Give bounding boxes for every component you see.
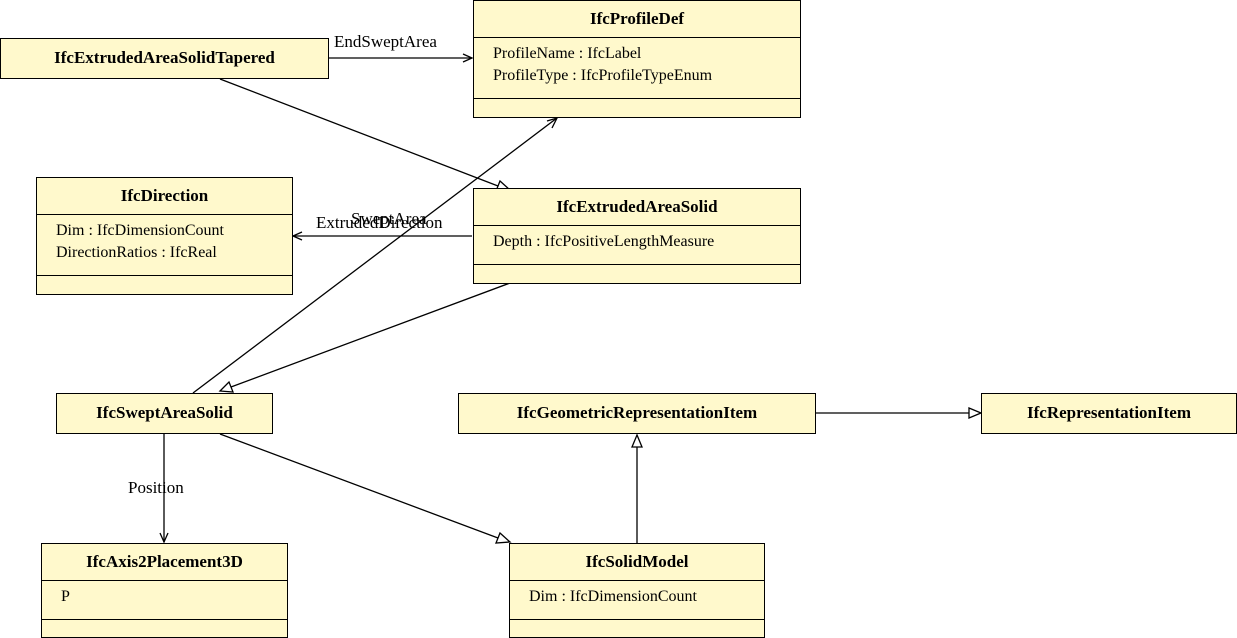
arrowhead-extruded-direction bbox=[291, 231, 303, 241]
attribute-compartment: ProfileName : IfcLabel ProfileType : Ifc… bbox=[474, 38, 800, 99]
edge-extruded-extends-swept bbox=[230, 282, 511, 388]
attribute: ProfileType : IfcProfileTypeEnum bbox=[493, 67, 713, 84]
class-name: IfcSolidModel bbox=[585, 552, 689, 571]
label-end-swept-area: EndSweptArea bbox=[334, 32, 437, 51]
attribute-compartment: Dim : IfcDimensionCount bbox=[510, 581, 764, 620]
generalization-arrowhead-repitem bbox=[968, 407, 983, 419]
class-name: IfcAxis2Placement3D bbox=[86, 552, 243, 571]
generalization-arrowhead-solid bbox=[495, 531, 512, 544]
class-name: IfcExtrudedAreaSolidTapered bbox=[54, 48, 275, 67]
arrowhead-swept-area bbox=[546, 116, 559, 129]
class-ifc-profile-def[interactable]: IfcProfileDef ProfileName : IfcLabel Pro… bbox=[473, 0, 801, 118]
label-extruded-direction: ExtrudedDirection bbox=[316, 213, 443, 232]
class-ifc-solid-model[interactable]: IfcSolidModel Dim : IfcDimensionCount bbox=[509, 543, 765, 638]
label-swept-area: SweptArea bbox=[351, 209, 427, 228]
attribute-compartment: Dim : IfcDimensionCount DirectionRatios … bbox=[37, 215, 292, 276]
class-ifc-geometric-representation-item[interactable]: IfcGeometricRepresentationItem bbox=[458, 393, 816, 434]
class-name: IfcDirection bbox=[120, 186, 209, 205]
class-name: IfcSweptAreaSolid bbox=[96, 403, 233, 422]
arrowhead-position bbox=[159, 532, 169, 544]
attribute-compartment: Depth : IfcPositiveLengthMeasure bbox=[474, 226, 800, 265]
attribute: Dim : IfcDimensionCount bbox=[529, 588, 697, 605]
arrowhead-end-swept-area bbox=[462, 53, 474, 63]
class-ifc-representation-item[interactable]: IfcRepresentationItem bbox=[981, 393, 1237, 434]
class-name: IfcRepresentationItem bbox=[1027, 403, 1191, 422]
attribute: Depth : IfcPositiveLengthMeasure bbox=[493, 233, 715, 250]
generalization-arrowhead-geomrep bbox=[631, 433, 643, 448]
attribute: DirectionRatios : IfcReal bbox=[56, 244, 217, 261]
class-ifc-extruded-area-solid-tapered[interactable]: IfcExtrudedAreaSolidTapered bbox=[0, 38, 329, 79]
class-ifc-direction[interactable]: IfcDirection Dim : IfcDimensionCount Dir… bbox=[36, 177, 293, 295]
class-name: IfcExtrudedAreaSolid bbox=[556, 197, 718, 216]
label-position: Position bbox=[128, 478, 184, 497]
attribute-compartment: P bbox=[42, 581, 287, 620]
class-name: IfcGeometricRepresentationItem bbox=[516, 403, 758, 422]
class-ifc-axis2-placement-3d[interactable]: IfcAxis2Placement3D P bbox=[41, 543, 288, 638]
attribute: P bbox=[61, 588, 70, 605]
attribute: Dim : IfcDimensionCount bbox=[56, 222, 224, 239]
edge-tapered-extends-extruded bbox=[219, 78, 499, 187]
edge-swept-extends-solid bbox=[219, 433, 499, 539]
class-ifc-swept-area-solid[interactable]: IfcSweptAreaSolid bbox=[56, 393, 273, 434]
attribute: ProfileName : IfcLabel bbox=[493, 45, 642, 62]
class-ifc-extruded-area-solid[interactable]: IfcExtrudedAreaSolid Depth : IfcPositive… bbox=[473, 188, 801, 284]
class-name: IfcProfileDef bbox=[589, 9, 685, 28]
generalization-arrowhead-swept bbox=[218, 380, 234, 393]
